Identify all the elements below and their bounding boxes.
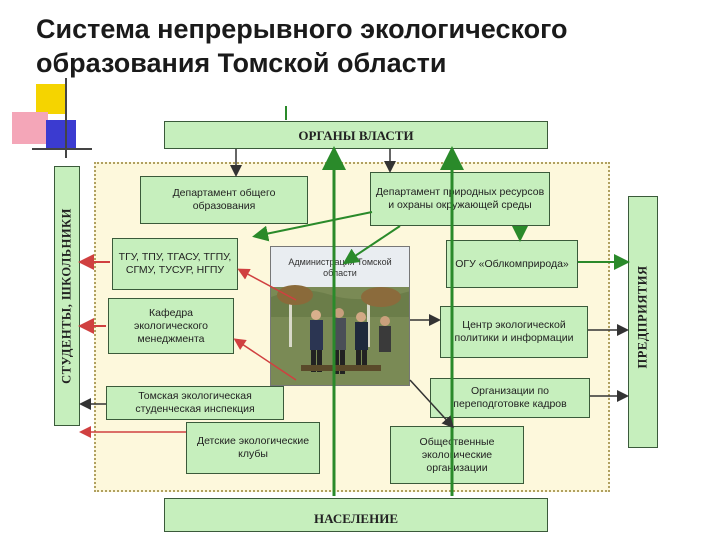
population-box: НАСЕЛЕНИЕ: [164, 498, 548, 532]
arrow-nature-admin: [342, 225, 401, 265]
deco-vertical-line: [65, 78, 67, 158]
ogu-box: ОГУ «Облкомприрода»: [446, 240, 578, 288]
dept-education-box: Департамент общего образования: [140, 176, 308, 224]
chair-box: Кафедра экологического менеджмента: [108, 298, 234, 354]
retraining-box: Организации по переподготовке кадров: [430, 378, 590, 418]
deco-pink-square: [12, 112, 48, 144]
inspection-box: Томская экологическая студенческая инспе…: [106, 386, 284, 420]
deco-yellow-square: [36, 84, 66, 114]
universities-box: ТГУ, ТПУ, ТГАСУ, ТГПУ, СГМУ, ТУСУР, НГПУ: [112, 238, 238, 290]
arrow-red-admin-chair: [233, 338, 297, 381]
arrow-admin-public: [409, 379, 455, 429]
photo-scene: [271, 247, 409, 385]
page-title: Система непрерывного экологического обра…: [36, 12, 706, 80]
kids-clubs-box: Детские экологические клубы: [186, 422, 320, 474]
deco-horizontal-line: [32, 148, 92, 150]
administration-label: Администрация Томской области: [288, 257, 392, 278]
title-line-2: образования Томской области: [36, 48, 447, 78]
dept-nature-box: Департамент природных ресурсов и охраны …: [370, 172, 550, 226]
students-box: [54, 166, 80, 426]
arrow-nature-education: [252, 211, 373, 242]
administration-photo: Администрация Томской области: [270, 246, 410, 386]
title-line-1: Система непрерывного экологического: [36, 14, 568, 44]
public-orgs-box: Общественные экологические организации: [390, 426, 524, 484]
deco-blue-square: [46, 120, 76, 150]
authorities-box: ОРГАНЫ ВЛАСТИ: [164, 121, 548, 149]
arrow-red-admin-universities: [237, 268, 297, 301]
info-center-box: Центр экологической политики и информаци…: [440, 306, 588, 358]
enterprises-box: [628, 196, 658, 448]
